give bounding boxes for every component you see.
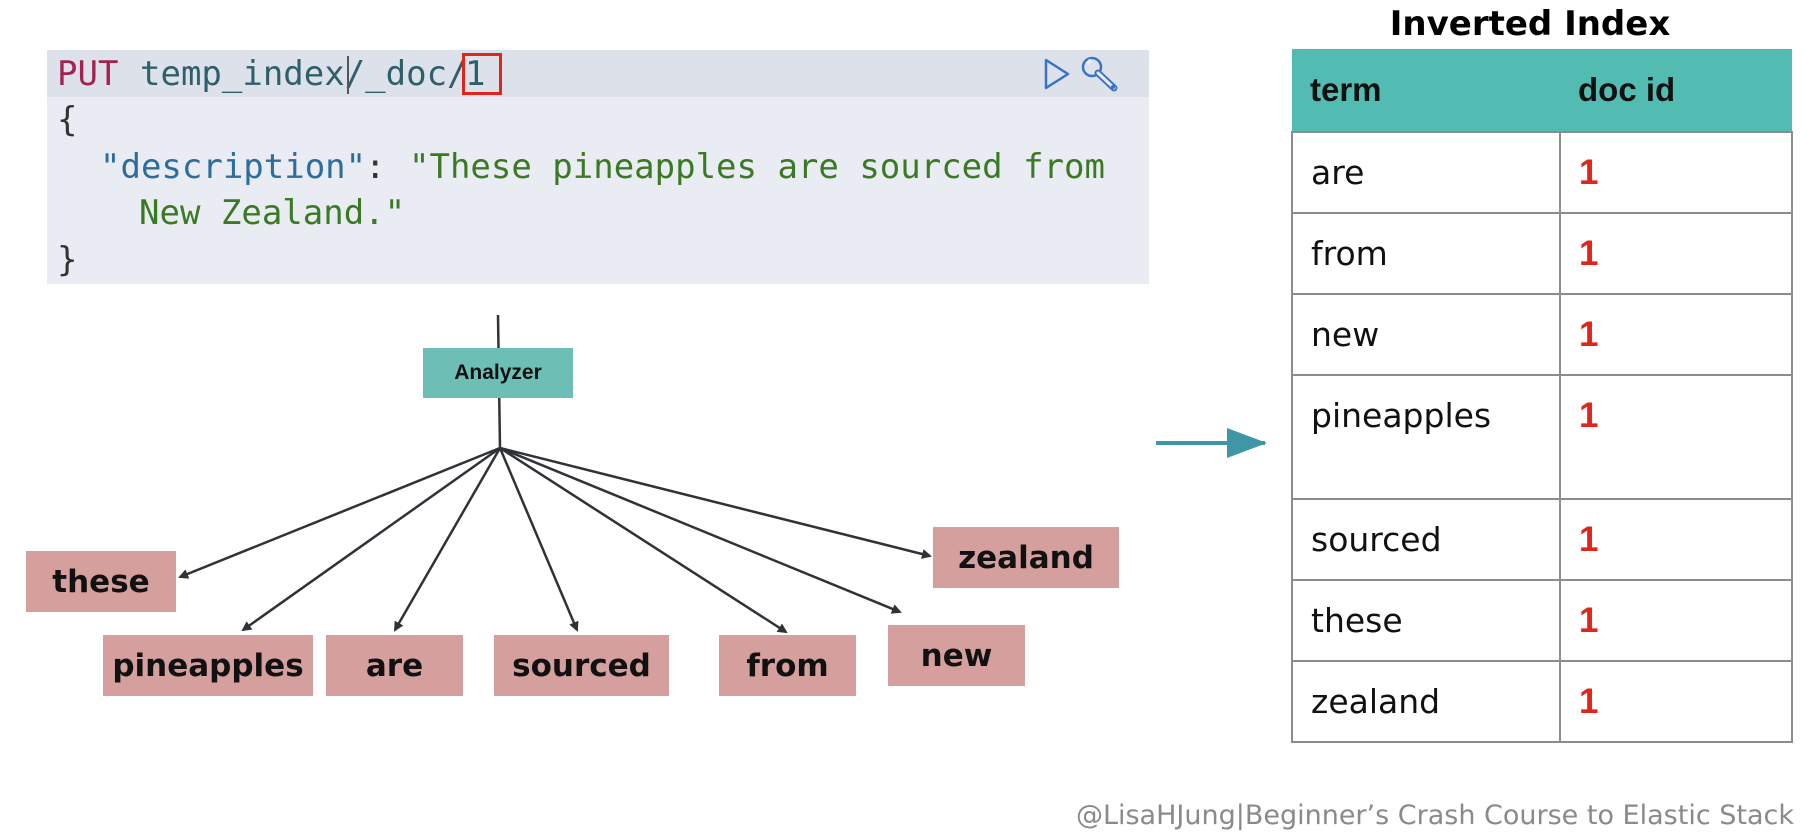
edge-zealand [499,446,932,559]
column-header-term: term [1292,49,1560,132]
json-colon: : [365,147,386,187]
doc-id-cell: 1 [1559,660,1793,743]
json-value-line-1: "These pineapples are sourced from [409,147,1105,187]
doc-id-cell: 1 [1559,579,1793,662]
text-cursor [347,56,349,94]
table-row: these 1 [1291,579,1793,662]
edge-sourced [498,447,579,632]
term-cell: are [1291,131,1561,214]
doc-id-cell: 1 [1559,374,1793,500]
inverted-index-table: term doc id are 1 from 1 new 1 pineapple… [1291,49,1793,743]
doc-id-cell: 1 [1559,498,1793,581]
table-row: sourced 1 [1291,498,1793,581]
doc-id-cell: 1 [1559,131,1793,214]
index-title: Inverted Index [1389,4,1671,44]
token-from: from [719,635,856,696]
table-row: pineapples 1 [1291,374,1793,500]
request-line [47,50,1149,97]
analyzer-box: Analyzer [423,348,573,398]
doc-id-cell: 1 [1559,293,1793,376]
document-id-highlight [462,53,502,95]
column-header-doc-id: doc id [1560,49,1792,132]
token-new: new [888,625,1025,686]
token-these: these [26,551,176,612]
term-cell: new [1291,293,1561,376]
term-cell: sourced [1291,498,1561,581]
table-row: new 1 [1291,293,1793,376]
json-value-line-2: New Zealand." [139,193,406,233]
http-method: PUT [57,54,119,94]
document-id: 1 [465,54,486,94]
token-sourced: sourced [494,635,669,696]
doc-id-cell: 1 [1559,212,1793,295]
table-header-row: term doc id [1292,49,1792,132]
json-brace-close: } [57,240,78,280]
table-row: from 1 [1291,212,1793,295]
edge-these [178,446,501,579]
request-path: temp_index/_doc/ [140,54,468,94]
edge-new [499,446,902,614]
json-brace-open: { [57,100,78,140]
edge-from [499,446,788,634]
play-icon[interactable] [1037,56,1073,92]
token-pineapples: pineapples [103,635,313,696]
token-zealand: zealand [933,527,1119,588]
term-cell: from [1291,212,1561,295]
term-cell: these [1291,579,1561,662]
code-editor: PUT temp_index/_doc/ 1 { "description" :… [47,50,1149,284]
table-row: zealand 1 [1291,660,1793,743]
term-cell: zealand [1291,660,1561,743]
term-cell: pineapples [1291,374,1561,500]
token-are: are [326,635,463,696]
edge-pineapples [241,446,501,632]
table-row: are 1 [1291,131,1793,214]
wrench-icon[interactable] [1077,54,1123,96]
footer-credit: @LisaHJung|Beginner’s Crash Course to El… [1075,800,1794,831]
edge-are [393,447,502,632]
json-key: "description" [100,147,367,187]
